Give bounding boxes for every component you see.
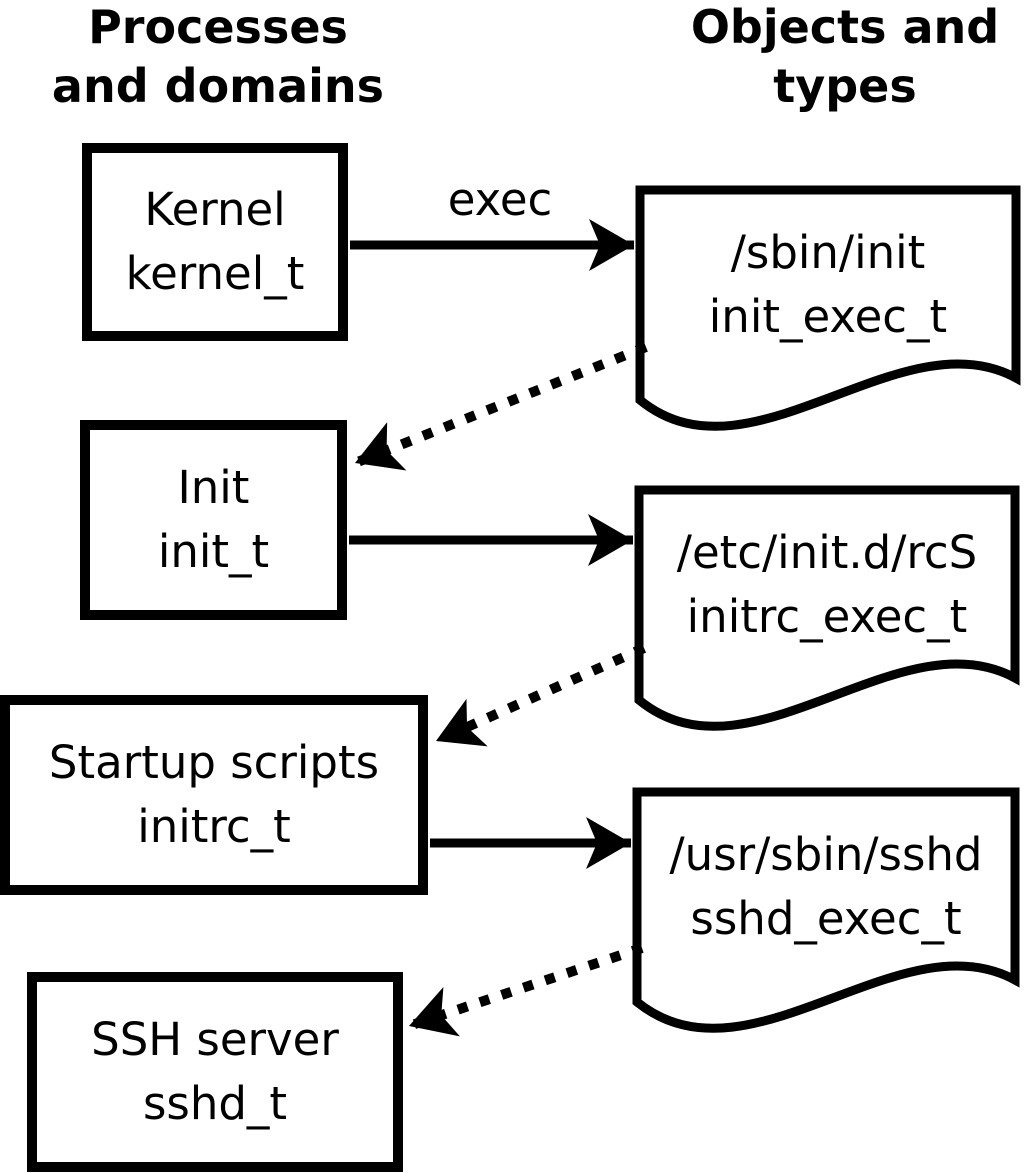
column-header-objects: Objects and types — [645, 0, 1024, 116]
document-shape-etc-initd-rcs — [634, 485, 1020, 731]
transition-arrow-sshd-exec-to-sshd — [407, 943, 644, 1037]
exec-arrow-label: exec — [447, 173, 553, 226]
document-shape-sbin-init — [635, 185, 1021, 431]
object-path: /etc/init.d/rcS — [676, 526, 978, 579]
object-path: /sbin/init — [730, 226, 926, 279]
process-name: SSH server — [91, 1013, 339, 1066]
object-label-usr-sbin-sshd: /usr/sbin/sshd sshd_exec_t — [637, 798, 1015, 976]
object-label-sbin-init: /sbin/init init_exec_t — [640, 196, 1016, 374]
object-file-type: init_exec_t — [708, 290, 948, 343]
column-header-processes: Processes and domains — [18, 0, 418, 116]
process-box-ssh-server: SSH server sshd_t — [27, 972, 403, 1172]
process-name: Startup scripts — [48, 736, 380, 789]
object-file-type: initrc_exec_t — [686, 590, 968, 643]
process-domain-type: kernel_t — [125, 247, 305, 300]
process-name: Init — [177, 461, 250, 514]
process-domain-type: init_t — [157, 525, 270, 578]
object-path: /usr/sbin/sshd — [669, 828, 983, 881]
column-header-processes-line1: Processes — [88, 0, 348, 54]
transition-arrow-sbin-init-to-init — [353, 342, 648, 471]
process-domain-type: sshd_t — [142, 1077, 288, 1130]
process-box-startup-scripts: Startup scripts initrc_t — [0, 695, 428, 895]
process-box-init: Init init_t — [80, 420, 347, 620]
process-box-kernel: Kernel kernel_t — [82, 143, 348, 341]
object-file-type: sshd_exec_t — [690, 892, 962, 945]
process-domain-type: initrc_t — [137, 800, 291, 853]
document-shape-usr-sbin-sshd — [632, 787, 1020, 1033]
column-header-objects-line2: types — [773, 59, 917, 113]
column-header-processes-line2: and domains — [51, 59, 385, 113]
column-header-objects-line1: Objects and — [690, 0, 1000, 54]
process-name: Kernel — [144, 183, 286, 236]
transition-arrow-rcs-to-startup — [433, 643, 647, 747]
object-label-etc-initd-rcs: /etc/init.d/rcS initrc_exec_t — [639, 496, 1015, 674]
